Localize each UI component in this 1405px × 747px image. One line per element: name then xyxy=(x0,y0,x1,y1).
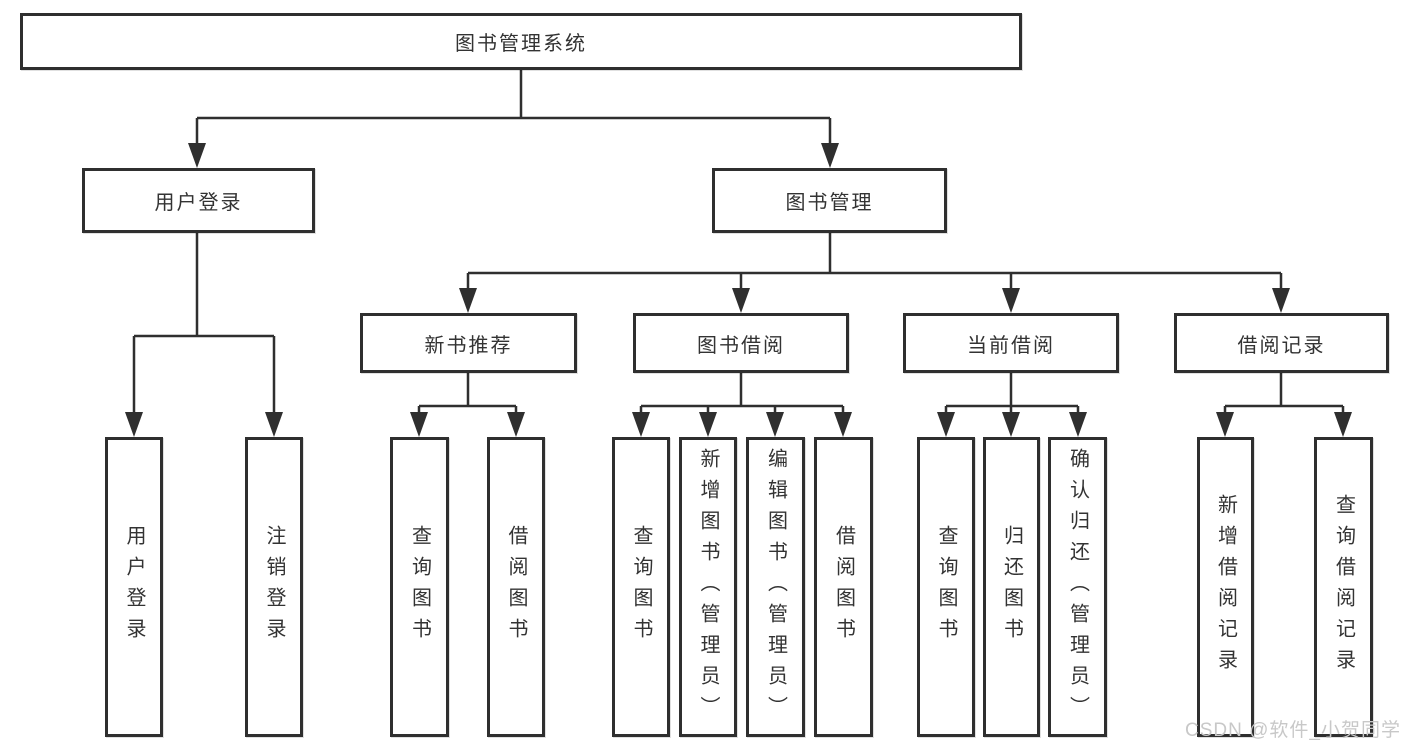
leaf-edit-book-admin: 编辑图书（管理员） xyxy=(746,437,805,737)
leaf-current-query-book: 查询图书 xyxy=(917,437,975,737)
node-book-management: 图书管理 xyxy=(712,168,947,233)
leaf-recommend-query-book: 查询图书 xyxy=(390,437,449,737)
leaf-confirm-return-admin: 确认归还（管理员） xyxy=(1048,437,1107,737)
leaf-user-login: 用户登录 xyxy=(105,437,163,737)
node-book-borrow: 图书借阅 xyxy=(633,313,849,373)
node-root-system: 图书管理系统 xyxy=(20,13,1022,70)
node-user-login: 用户登录 xyxy=(82,168,315,233)
csdn-watermark: CSDN @软件_小贺同学 xyxy=(1185,720,1401,741)
leaf-borrow-borrow-book: 借阅图书 xyxy=(814,437,873,737)
node-new-book-recommend: 新书推荐 xyxy=(360,313,577,373)
leaf-return-book: 归还图书 xyxy=(983,437,1040,737)
leaf-add-borrow-record: 新增借阅记录 xyxy=(1197,437,1254,737)
node-borrow-record: 借阅记录 xyxy=(1174,313,1389,373)
node-current-borrow: 当前借阅 xyxy=(903,313,1119,373)
arrowheads xyxy=(125,143,1352,437)
leaf-query-borrow-record: 查询借阅记录 xyxy=(1314,437,1373,737)
leaf-logout: 注销登录 xyxy=(245,437,303,737)
leaf-recommend-borrow-book: 借阅图书 xyxy=(487,437,545,737)
leaf-add-book-admin: 新增图书（管理员） xyxy=(679,437,737,737)
leaf-borrow-query-book: 查询图书 xyxy=(612,437,670,737)
